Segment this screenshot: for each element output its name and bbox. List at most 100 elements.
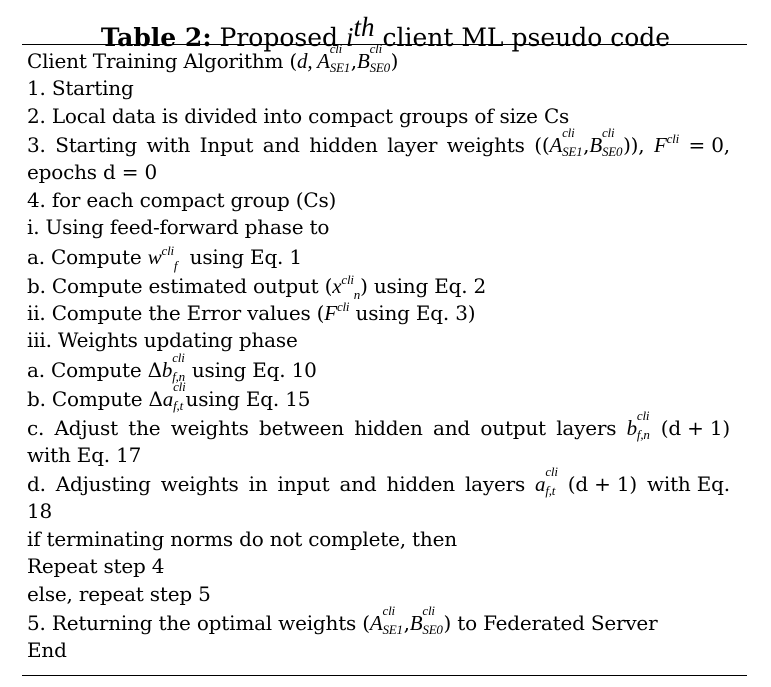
b-scripts: clif,nf,n xyxy=(636,409,650,442)
a-scripts: cliSE1SE1 xyxy=(562,126,583,159)
step-text: using Eq. 15 xyxy=(185,386,311,411)
bottom-rule xyxy=(22,675,747,676)
step-4: 4. for each compact group (Cs) xyxy=(27,187,337,212)
sub-n: n xyxy=(353,286,361,302)
step-iii: iii. Weights updating phase xyxy=(27,328,298,352)
step-3-word: layer xyxy=(387,133,438,157)
step-iii-c: c. Adjust the weights between hidden and… xyxy=(27,409,730,442)
sup-cli: cli xyxy=(161,242,175,258)
b-symbol: B xyxy=(409,611,423,635)
step-text: using Eq. 1 xyxy=(189,244,302,269)
sup-cli: cli xyxy=(601,125,615,140)
step-d-tail: with Eq. xyxy=(646,472,730,496)
a-symbol: A xyxy=(549,133,563,157)
a-symbol: A xyxy=(317,49,330,73)
close-paren: ) xyxy=(390,49,399,73)
step-c-word: Adjust xyxy=(54,415,119,440)
a-scripts: clif,tcli xyxy=(545,465,558,497)
header-d: d, xyxy=(297,49,318,73)
step-3-weights-expr: ((AcliSE1SE1,BcliSE0SE0)), xyxy=(534,126,644,159)
step-d-word: layers xyxy=(464,472,526,496)
a-scripts: clif,tcli xyxy=(173,380,186,413)
step-c-word: between xyxy=(259,415,344,440)
a-symbol: A xyxy=(369,611,383,635)
step-c-word: and xyxy=(433,415,471,440)
open-parens: (( xyxy=(534,133,550,157)
step-c-word: the xyxy=(128,415,161,440)
step-d-word: Adjusting xyxy=(55,472,151,496)
b-symbol: B xyxy=(589,133,602,157)
step-i-a: a. Compute wclif using Eq. 1 xyxy=(27,242,730,273)
step-i: i. Using feed-forward phase to xyxy=(27,215,330,239)
title-math-sup: th xyxy=(353,12,375,42)
b-scripts: clif,nf,n xyxy=(172,351,185,384)
step-text: 5. Returning the optimal weights ( xyxy=(27,611,370,635)
a-small-symbol: a xyxy=(535,472,546,496)
step-d-mid: (d + 1) xyxy=(567,472,637,496)
else-line: else, repeat step 5 xyxy=(27,581,211,606)
step-3-word: Input xyxy=(199,133,254,157)
step-3-word: weights xyxy=(446,133,525,157)
step-3-word: Starting xyxy=(55,133,137,157)
step-3-f-expr: Fcli xyxy=(654,130,679,159)
sup-cli: cli xyxy=(173,378,186,394)
sub-fn: f,n xyxy=(636,426,650,442)
step-d-word: input xyxy=(277,472,330,496)
title-prefix: Proposed xyxy=(219,23,339,52)
sup-cli: cli xyxy=(382,603,396,618)
step-ii: ii. Compute the Error values (Fcli using… xyxy=(27,298,730,328)
sub-se0: SE0 xyxy=(422,622,443,637)
f-symbol: F xyxy=(324,300,337,325)
step-c-word: layers xyxy=(556,415,617,440)
sub-ft: f,t xyxy=(173,397,183,413)
a-scripts: cliSE1SE1 xyxy=(329,42,351,75)
sub-se0: SE0 xyxy=(601,144,623,159)
step-c-word: output xyxy=(480,415,546,440)
step-text: ) using Eq. 2 xyxy=(360,273,487,298)
step-text: b. Compute Δ xyxy=(27,386,163,411)
sub-fn: f,n xyxy=(172,368,185,384)
b-small-symbol: b xyxy=(626,415,638,440)
step-d-word: weights xyxy=(160,472,239,496)
a-scripts: cliSE1SE1 xyxy=(383,604,404,636)
step-iii-c-cont: with Eq. 17 xyxy=(27,442,142,467)
pseudo-code-body: Client Training Algorithm (d, AcliSE1SE1… xyxy=(27,42,731,665)
sub-se1: SE1 xyxy=(562,144,583,159)
step-3-eq: = 0, xyxy=(688,133,731,157)
sub-se0: SE0 xyxy=(369,60,391,75)
w-symbol: w xyxy=(147,244,162,269)
step-i-b: b. Compute estimated output (xclin) usin… xyxy=(27,271,730,302)
step-text: using Eq. 3) xyxy=(355,300,476,325)
b-scripts: cliSE0SE0 xyxy=(422,604,443,637)
step-text: b. Compute estimated output ( xyxy=(27,273,333,298)
title-math-base: i xyxy=(345,22,354,52)
sup-cli: cli xyxy=(369,41,383,56)
step-c-word: weights xyxy=(170,415,249,440)
b-scripts: cliSE0SE0 xyxy=(601,126,623,159)
step-3-word: hidden xyxy=(309,133,378,157)
sup-cli: cli xyxy=(341,271,354,287)
table-title: Table 2: Proposed ith client ML pseudo c… xyxy=(0,10,771,55)
table-label: Table 2: xyxy=(100,23,212,52)
sub-se1: SE1 xyxy=(329,60,351,75)
step-text: using Eq. 10 xyxy=(191,357,317,382)
step-iii-d: d. Adjusting weights in input and hidden… xyxy=(27,465,730,498)
f-symbol: F xyxy=(653,133,667,157)
if-line: if terminating norms do not complete, th… xyxy=(27,526,457,551)
sup-cli: cli xyxy=(422,603,435,618)
sub-f: f xyxy=(173,257,178,273)
step-c-word: c. xyxy=(27,415,45,440)
step-3: 3. Starting with Input and hidden layer … xyxy=(27,126,731,159)
step-d-word: d. xyxy=(27,472,46,496)
title-suffix: client ML pseudo code xyxy=(382,23,671,52)
step-3-word: and xyxy=(262,133,300,157)
comma: , xyxy=(583,133,590,157)
algorithm-header: Client Training Algorithm (d, AcliSE1SE1… xyxy=(27,42,730,75)
step-d-word: and xyxy=(339,472,377,496)
sup-cli: cli xyxy=(336,298,350,314)
b-symbol: B xyxy=(356,49,370,73)
